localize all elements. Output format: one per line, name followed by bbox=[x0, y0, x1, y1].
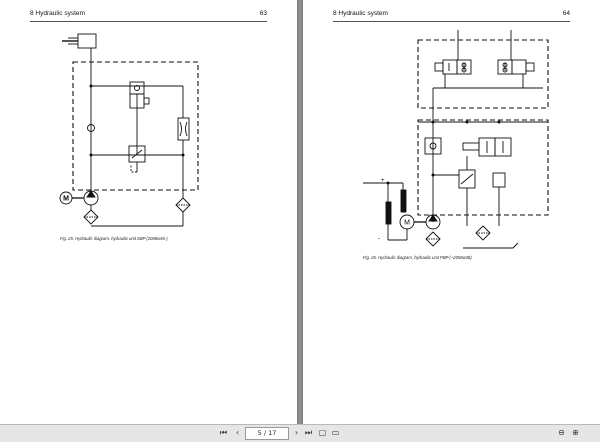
prev-page-icon[interactable]: ‹ bbox=[235, 428, 240, 437]
last-page-icon[interactable]: ⏭ bbox=[304, 428, 313, 437]
figure-caption: Fig. 25. Hydraulic diagram, hydraulic un… bbox=[60, 236, 168, 241]
section-title: 8 Hydraulic system bbox=[333, 10, 388, 17]
page-number: 64 bbox=[562, 10, 570, 17]
header-rule bbox=[333, 21, 570, 22]
first-page-icon[interactable]: ⏮ bbox=[219, 428, 228, 437]
header-rule bbox=[30, 21, 267, 22]
plus-terminal-label: + bbox=[381, 178, 385, 184]
next-page-icon[interactable]: › bbox=[294, 428, 299, 437]
figure-caption: Fig. 26. Hydraulic diagram, hydraulic un… bbox=[363, 255, 472, 260]
pdf-viewer-toolbar: ⏮ ‹ 5 / 17 › ⏭ ▢ ▭ ⊖ ⊕ bbox=[0, 424, 600, 442]
document-page-right: 8 Hydraulic system 64 bbox=[303, 0, 600, 425]
hydraulic-diagram-sbp: M bbox=[40, 28, 210, 228]
motor-label: M bbox=[404, 220, 410, 227]
hydraulic-diagram-pbp: M + - bbox=[363, 30, 563, 255]
fit-page-icon[interactable]: ▢ bbox=[318, 428, 327, 437]
zoom-in-icon[interactable]: ⊕ bbox=[572, 428, 579, 437]
minus-terminal-label: - bbox=[378, 236, 380, 242]
fit-width-icon[interactable]: ▭ bbox=[331, 428, 340, 437]
section-title: 8 Hydraulic system bbox=[30, 10, 85, 17]
page-indicator-input[interactable]: 5 / 17 bbox=[245, 427, 289, 440]
motor-label: M bbox=[63, 196, 69, 203]
page-number: 63 bbox=[259, 10, 267, 17]
document-page-left: 8 Hydraulic system 63 bbox=[0, 0, 297, 425]
zoom-out-icon[interactable]: ⊖ bbox=[558, 428, 565, 437]
